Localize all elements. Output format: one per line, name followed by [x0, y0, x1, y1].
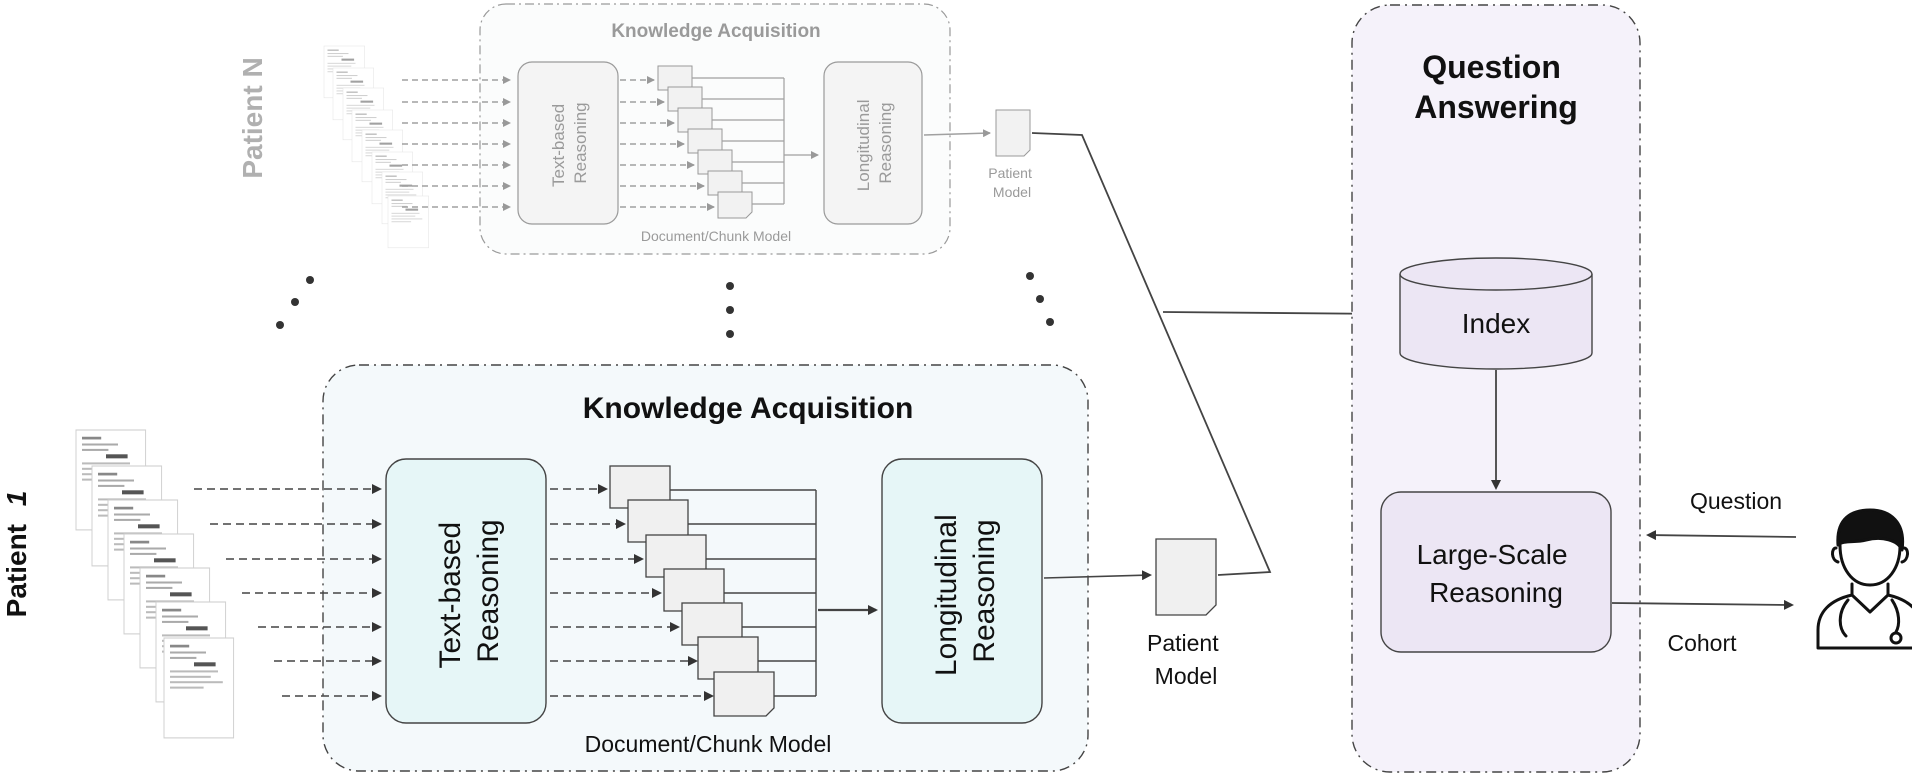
- svg-text:Patient Model: Patient Model: [988, 165, 1035, 200]
- patient-n-longitudinal-box: [823, 61, 923, 225]
- svg-text:Text-based Reasoning: Text-based Reasoning: [549, 99, 590, 187]
- svg-text:Text-based Reasoning: Text-based Reasoning: [434, 513, 505, 668]
- patient-n-longitudinal-line2: Reasoning: [876, 102, 895, 183]
- qa-title-line2: Answering: [1414, 89, 1578, 125]
- patient-1-model-line2: Model: [1155, 663, 1218, 689]
- svg-text:Patient Model: Patient Model: [1147, 630, 1225, 689]
- question-label: Question: [1690, 488, 1782, 514]
- qa-title-line1: Question: [1422, 49, 1561, 85]
- patient-n-input-arrows: [402, 76, 511, 211]
- svg-text:Longitudinal Reasoning: Longitudinal Reasoning: [930, 506, 1001, 676]
- patient-1-model-document-icon: [1155, 538, 1217, 616]
- patient-1-longitudinal-line1: Longitudinal: [930, 514, 963, 676]
- patient-1-input-arrows: [194, 484, 382, 701]
- patient-n-ka-title: Knowledge Acquisition: [611, 21, 820, 42]
- patient-1-chunk-stack: [609, 465, 775, 717]
- cohort-label: Cohort: [1667, 630, 1737, 656]
- patient-n-label: Patient N: [237, 57, 268, 178]
- patient-n-section: Patient N Knowledge Acquisition: [237, 3, 1035, 255]
- patient-1-document-stack: [75, 429, 235, 739]
- patient-1-chunk-caption: Document/Chunk Model: [585, 731, 832, 757]
- patient-1-merge-lines: [670, 489, 878, 697]
- large-scale-line2: Reasoning: [1429, 577, 1563, 608]
- patient-n-text-reasoning-box: [517, 61, 619, 225]
- patient-1-longitudinal-box: [881, 458, 1043, 724]
- question-answering-section: Question Answering Index Large-Scale Rea…: [1351, 4, 1641, 773]
- svg-text:Large-Scale Reasoning: Large-Scale Reasoning: [1417, 539, 1576, 608]
- patient-n-model-document-icon: [995, 109, 1031, 157]
- svg-text:Question Answering: Question Answering: [1414, 49, 1578, 125]
- patient-1-ka-title: Knowledge Acquisition: [583, 392, 914, 425]
- patient-n-text-reasoning-line2: Reasoning: [571, 102, 590, 183]
- doctor-icon: [1816, 508, 1912, 650]
- patient-n-text-reasoning-line1: Text-based: [549, 104, 568, 187]
- user-interaction: Question Cohort: [1611, 488, 1797, 656]
- patient-1-label-prefix: Patient: [1, 524, 32, 617]
- patient-n-model-line2: Model: [993, 184, 1031, 200]
- svg-text:Longitudinal Reasoning: Longitudinal Reasoning: [854, 95, 895, 191]
- patient-n-longitudinal-line1: Longitudinal: [854, 100, 873, 192]
- patient-1-label: Patient 1: [1, 491, 32, 618]
- large-scale-reasoning-box: [1380, 491, 1612, 653]
- patient-n-merge-lines: [692, 77, 819, 205]
- patient-1-text-reasoning-line2: Reasoning: [472, 519, 505, 662]
- patient-1-label-number: 1: [1, 491, 32, 507]
- index-database-icon: [1399, 257, 1593, 370]
- patient-1-chunk-arrows: [550, 484, 714, 701]
- patient-1-text-reasoning-box: [385, 458, 547, 724]
- patient-1-longitudinal-line2: Reasoning: [968, 519, 1001, 662]
- patient-1-model-line1: Patient: [1147, 630, 1219, 656]
- patient-n-chunk-arrows: [620, 76, 715, 211]
- patient-n-model-line1: Patient: [988, 165, 1032, 181]
- patient-1-section: Patient 1 Knowledge Acquisition: [1, 364, 1225, 772]
- patient-1-text-reasoning-line1: Text-based: [434, 522, 467, 669]
- patient-n-chunk-caption: Document/Chunk Model: [641, 228, 791, 244]
- patient-n-document-stack: [323, 45, 429, 249]
- ellipsis-dots: [276, 272, 1054, 338]
- index-label: Index: [1462, 308, 1531, 339]
- large-scale-line1: Large-Scale: [1417, 539, 1568, 570]
